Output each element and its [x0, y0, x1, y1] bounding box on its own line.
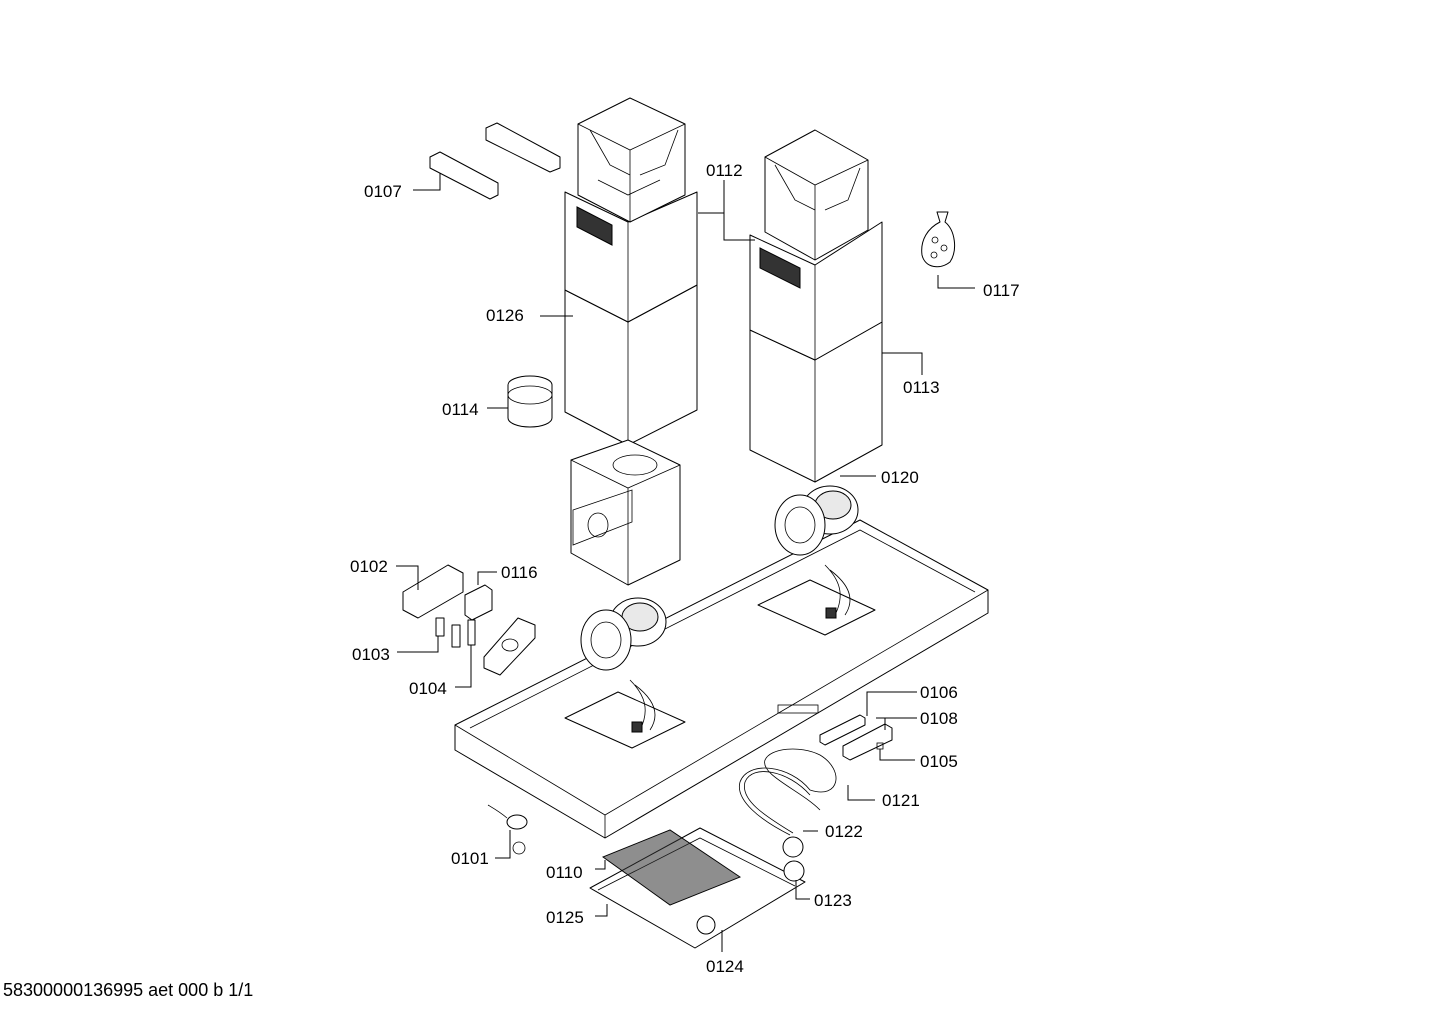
pipe-connector: [507, 375, 553, 428]
hood-body: [454, 519, 989, 839]
callout-0106: 0106: [920, 683, 958, 702]
callout-0107: 0107: [364, 182, 402, 201]
light-strip: [819, 714, 893, 761]
callout-0101: 0101: [451, 849, 489, 868]
lamp: [487, 804, 528, 855]
callout-0110: 0110: [546, 863, 583, 882]
callout-0104: 0104: [409, 679, 447, 698]
electronics-group: [402, 564, 536, 676]
mounting-bracket: [429, 122, 561, 200]
callout-0121: 0121: [882, 791, 920, 810]
left-blower: [564, 597, 686, 749]
leader-lines: [396, 173, 975, 952]
transition-box: [570, 439, 681, 586]
callout-0123: 0123: [814, 891, 852, 910]
callout-0102: 0102: [350, 557, 388, 576]
grease-filter: [589, 827, 806, 949]
cable: [738, 748, 837, 836]
callout-0116: 0116: [501, 563, 538, 582]
round-parts: [696, 836, 805, 935]
callout-0105: 0105: [920, 752, 958, 771]
callout-0122: 0122: [825, 822, 863, 841]
callout-labels: 0107 0112 0126 0114 0113 0117 0120 0102 …: [350, 161, 1020, 976]
right-blower: [757, 485, 876, 636]
callout-0124: 0124: [706, 957, 744, 976]
callout-0114: 0114: [442, 400, 479, 419]
callout-0108: 0108: [920, 709, 958, 728]
left-chimney: [564, 97, 698, 446]
document-id-footer: 58300000136995 aet 000 b 1/1: [3, 980, 254, 1000]
callout-0120: 0120: [881, 468, 919, 487]
callout-0113: 0113: [903, 378, 940, 397]
callout-0117: 0117: [983, 281, 1020, 300]
callout-0126: 0126: [486, 306, 524, 325]
callout-0103: 0103: [352, 645, 390, 664]
callout-0125: 0125: [546, 908, 584, 927]
right-chimney: [749, 129, 883, 483]
callout-0112: 0112: [706, 161, 743, 180]
screw-bag: [921, 211, 956, 268]
